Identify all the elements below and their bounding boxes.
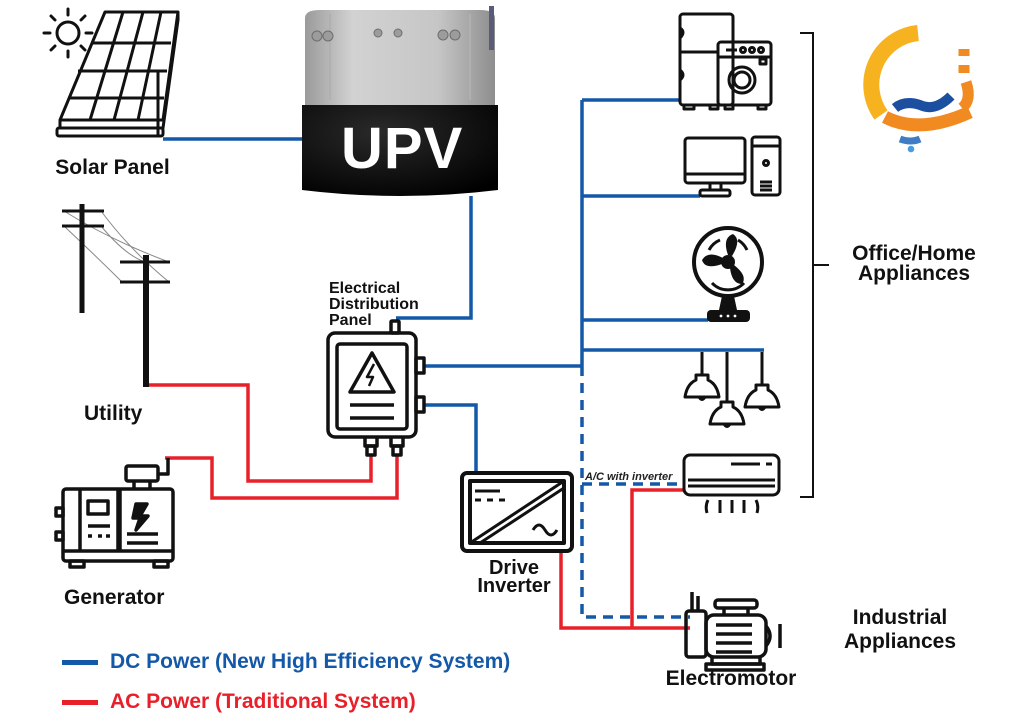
solar-panel-label: Solar Panel: [55, 156, 170, 179]
electromotor-icon: [684, 592, 782, 672]
ac-swatch: [62, 699, 98, 705]
logo-blue-base: [898, 135, 922, 145]
ac-wires: [146, 383, 690, 630]
drive-inverter-label: Drive Inverter: [469, 557, 559, 597]
industrial-appliances-label: Industrial Appliances: [830, 606, 970, 654]
industrial-label-line1: Industrial: [852, 606, 948, 629]
company-logo: [863, 25, 974, 153]
dc-wire-upv-panel: [396, 196, 473, 320]
distribution-panel-label: Electrical Distribution Panel: [329, 281, 419, 329]
computer-icon: [683, 135, 782, 198]
fridge-washer-icon: [678, 12, 773, 111]
logo-yellow-arc: [863, 25, 920, 120]
ac-wire-generator: [165, 455, 399, 500]
ac-wire-utility: [146, 383, 373, 483]
utility-label: Utility: [84, 402, 143, 425]
logo-orange-arc: [882, 106, 973, 132]
upv-tank-icon: [302, 6, 498, 196]
dc-wire-panel-inverter: [424, 403, 478, 472]
dc-wires: [163, 98, 764, 472]
generator-label: Generator: [64, 586, 165, 609]
fan-icon: [692, 226, 764, 322]
office-home-appliances-label: Office/Home Appliances: [834, 242, 994, 285]
distribution-panel-icon: [326, 319, 426, 457]
panel-label-line1: Electrical: [329, 280, 401, 297]
legend-item-dc: DC Power (New High Efficiency System): [62, 650, 510, 674]
inverter-label-line2: Inverter: [477, 575, 551, 597]
legend-label-dc: DC Power (New High Efficiency System): [110, 650, 511, 673]
sun-icon: [42, 7, 94, 59]
office-label-line2: Appliances: [857, 262, 971, 285]
panel-label-line3: Panel: [329, 312, 372, 329]
industrial-label-line2: Appliances: [843, 630, 957, 653]
ac-wire-ac-unit: [630, 488, 684, 628]
solar-panel-icon: [42, 7, 180, 138]
legend-label-ac: AC Power (Traditional System): [110, 690, 416, 713]
dc-dashed-bus: [580, 366, 690, 619]
inverter-label-line1: Drive: [488, 557, 540, 579]
ac-with-inverter-note: A/C with inverter: [585, 471, 673, 483]
legend-item-ac: AC Power (Traditional System): [62, 690, 416, 714]
upv-label: UPV: [341, 116, 464, 181]
panel-label-line2: Distribution: [329, 296, 419, 313]
dc-swatch: [62, 659, 98, 665]
air-conditioner-icon: [682, 453, 781, 514]
office-appliances-bracket: [800, 32, 829, 498]
ac-wire-inverter-motor: [559, 552, 690, 630]
electromotor-label: Electromotor: [665, 667, 797, 690]
dc-dashed-wires: [580, 366, 690, 619]
drive-inverter-icon: [460, 471, 574, 553]
logo-orange-segments: [958, 49, 974, 113]
generator-icon: [54, 458, 175, 569]
utility-poles-icon: [62, 204, 170, 387]
pendant-lamps-icon: [683, 352, 781, 428]
logo-blue-wave: [891, 92, 955, 113]
office-label-line1: Office/Home: [852, 242, 976, 265]
